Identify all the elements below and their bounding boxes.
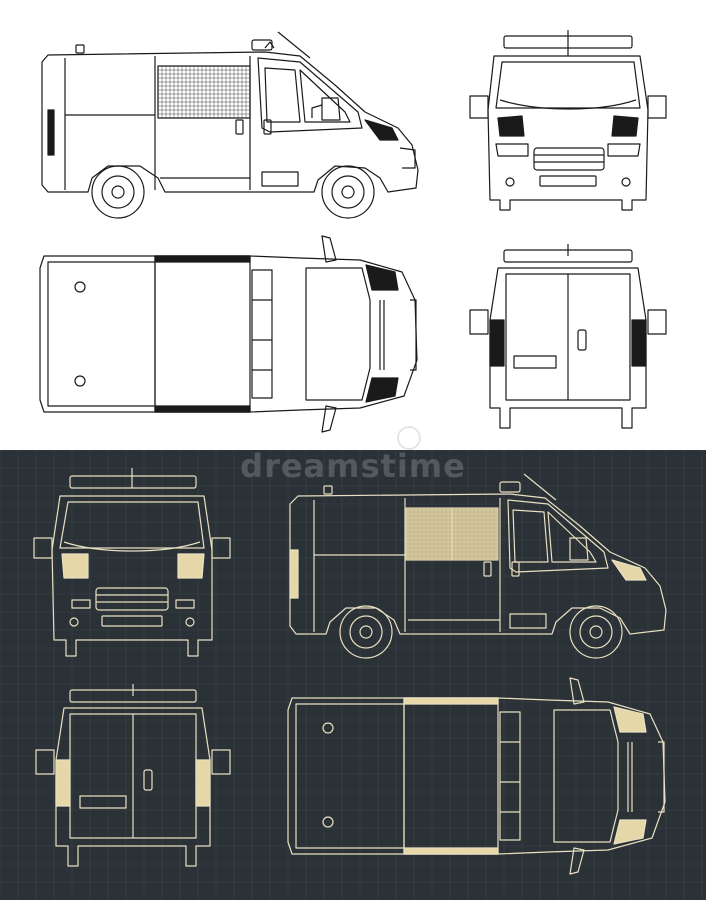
- top-view-light: [39, 235, 418, 433]
- rear-view-light: [469, 244, 667, 429]
- blueprint-grid: [0, 450, 706, 900]
- top-view-dark: [287, 677, 666, 875]
- light-blueprint-drawing: [39, 30, 667, 433]
- side-view-dark: [289, 473, 667, 659]
- light-blueprint-panel: [39, 30, 667, 433]
- front-view-dark: [33, 468, 231, 657]
- dark-blueprint-panel: [0, 450, 706, 900]
- dark-blueprint-drawing: [0, 450, 706, 900]
- front-view-light: [469, 30, 667, 211]
- side-window-grid-light: [157, 65, 251, 119]
- side-view-light: [41, 31, 419, 219]
- watermark-logo-icon: [397, 426, 421, 450]
- side-window-grid-dark: [405, 507, 499, 561]
- rear-view-dark: [35, 684, 231, 867]
